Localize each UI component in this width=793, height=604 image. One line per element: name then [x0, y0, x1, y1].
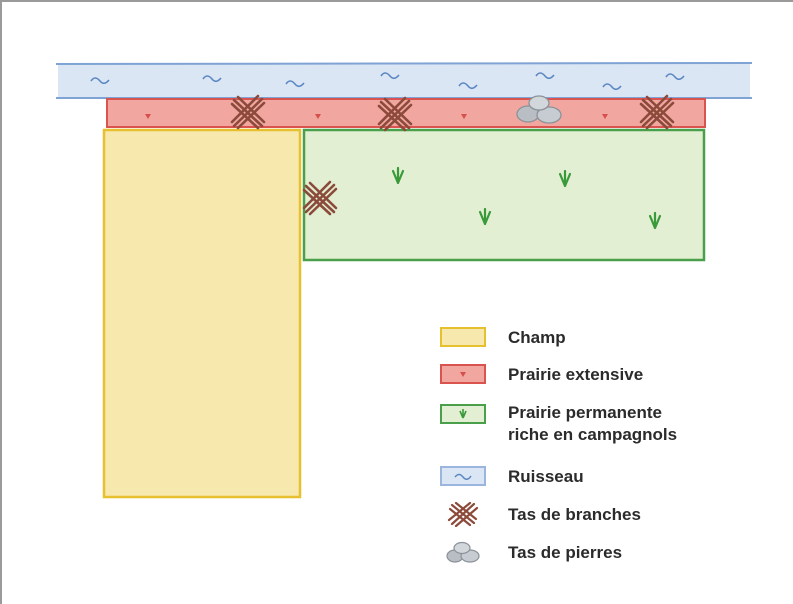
legend-label-tas-de-pierres: Tas de pierres [508, 543, 623, 562]
stream [55, 62, 753, 99]
extensive-meadow-swatch [440, 364, 486, 384]
legend-label-line1: Prairie permanente [508, 403, 663, 422]
field-area [102, 128, 302, 499]
field-swatch [440, 327, 486, 347]
legend-item-tas-de-branches: Tas de branches [440, 501, 641, 528]
stone-pile-legend [440, 541, 486, 564]
legend-label-tas-de-branches: Tas de branches [508, 505, 641, 524]
legend-label-ruisseau: Ruisseau [508, 467, 584, 486]
legend-item-prairie-extensive: Prairie extensive [440, 364, 643, 386]
legend-label-prairie-extensive: Prairie extensive [508, 365, 644, 384]
legend-label-prairie-permanente: Prairie permanente riche en campagnols [508, 402, 728, 446]
legend-label-line2: riche en campagnols [508, 425, 678, 444]
red-mark-icon [460, 372, 466, 377]
extensive-meadow-strip [106, 98, 706, 128]
legend-item-tas-de-pierres: Tas de pierres [440, 541, 623, 564]
branch-pile-icon [447, 501, 479, 527]
grass-icon [459, 409, 467, 419]
stone-pile-icon [516, 95, 562, 124]
stone-pile-icon [446, 541, 480, 563]
legend-label-champ: Champ [508, 328, 566, 347]
permanent-meadow-area [302, 128, 706, 262]
stream-swatch [440, 466, 486, 486]
legend-item-ruisseau: Ruisseau [440, 466, 584, 488]
legend-item-prairie-permanente: Prairie permanente riche en campagnols [440, 402, 728, 446]
permanent-meadow-swatch [440, 404, 486, 424]
legend-item-champ: Champ [440, 327, 566, 349]
wave-icon [454, 473, 472, 480]
branch-pile-legend [440, 501, 486, 528]
